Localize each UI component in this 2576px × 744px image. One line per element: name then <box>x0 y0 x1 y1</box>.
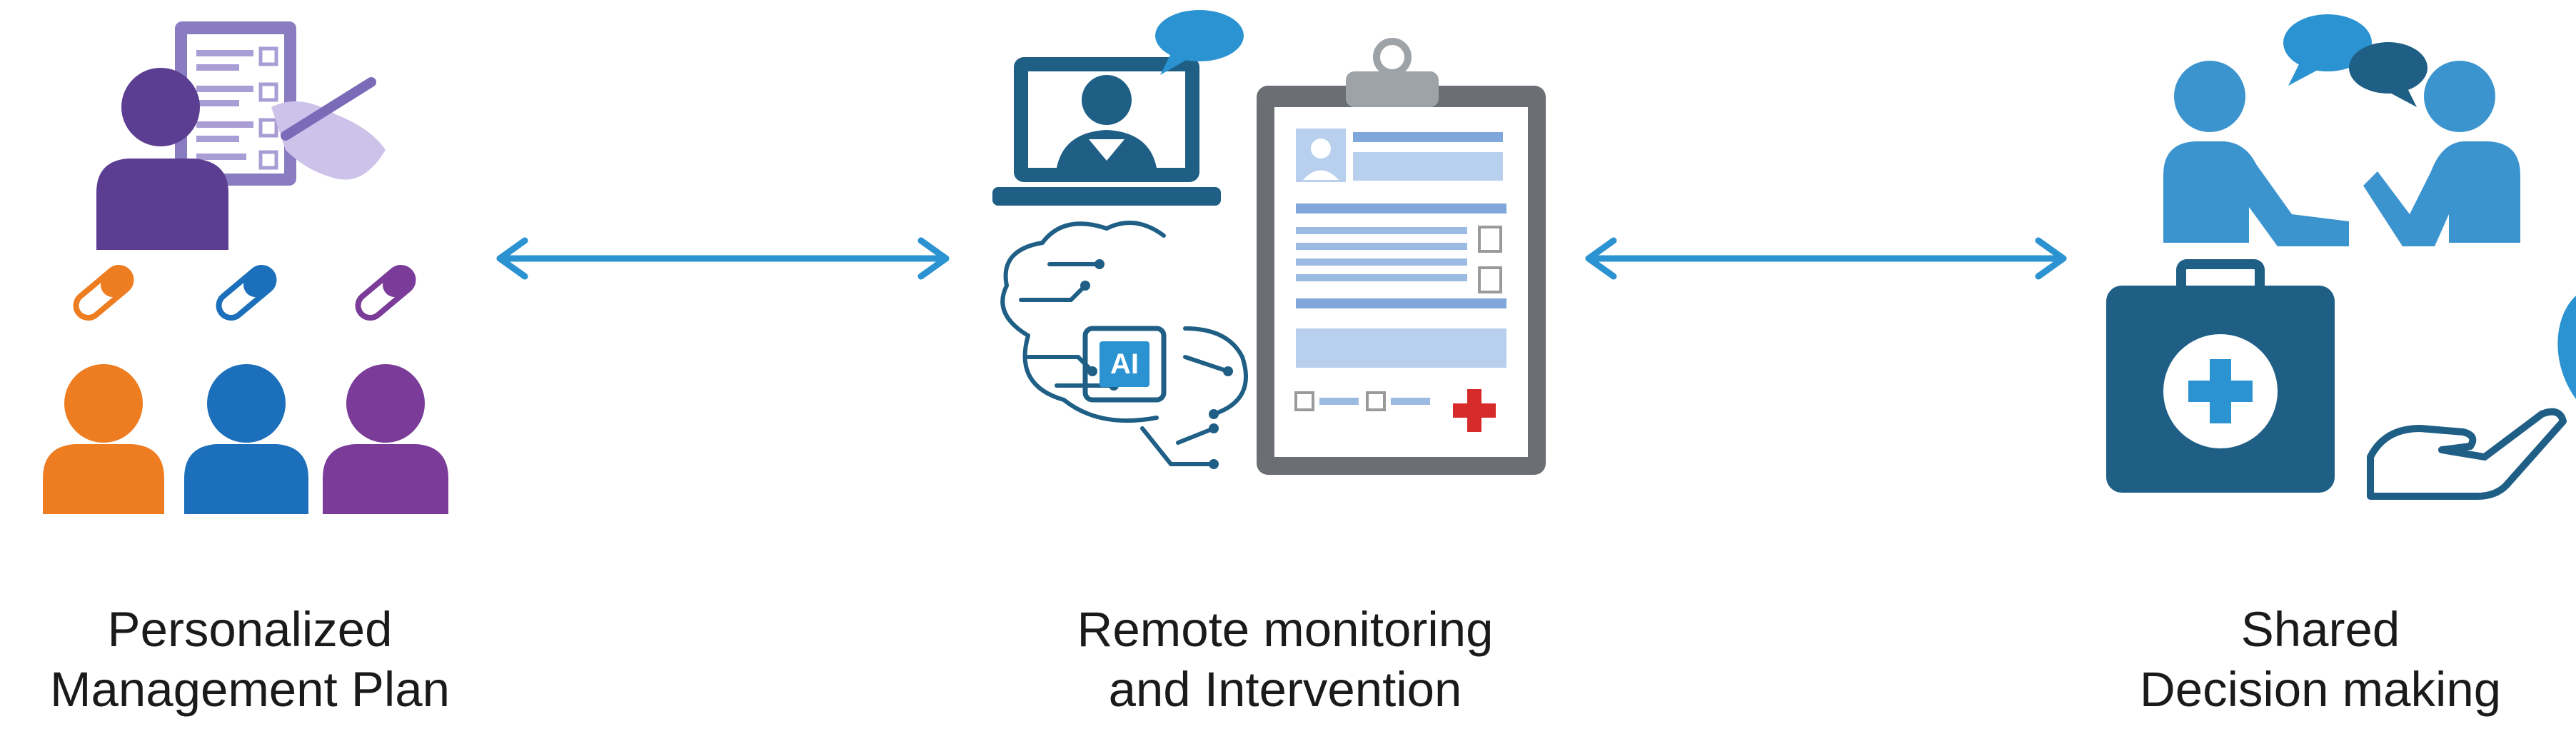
personalized-plan-group <box>43 21 448 514</box>
caption-line: and Intervention <box>1108 662 1462 717</box>
medical-cross-icon <box>1453 389 1496 432</box>
double-arrow-icon <box>496 237 2067 280</box>
caption-shared-decision: Shared Decision making <box>2071 600 2570 720</box>
heart-in-hand-icon <box>2367 296 2576 500</box>
clipboard-icon <box>1257 38 1546 475</box>
pill-icon <box>73 265 416 321</box>
two-people-icon <box>2163 61 2520 246</box>
checklist-icon <box>175 21 296 186</box>
caption-personalized-plan: Personalized Management Plan <box>0 600 500 720</box>
pen-hand-icon <box>271 77 386 180</box>
caption-line: Management Plan <box>49 662 451 717</box>
shared-decision-group <box>2106 14 2576 500</box>
laptop-doctor-icon <box>992 57 1221 206</box>
ai-chip-label: AI <box>1110 348 1139 380</box>
caption-remote-monitoring: Remote monitoring and Intervention <box>957 600 1614 720</box>
medical-kit-icon <box>2106 259 2335 493</box>
chat-bubble-icon <box>1155 10 1244 75</box>
caption-line: Remote monitoring <box>1077 602 1494 657</box>
caption-line: Shared <box>2240 602 2400 657</box>
chat-bubbles-icon <box>2283 14 2427 107</box>
clinician-icon <box>96 68 228 250</box>
ai-brain-icon <box>1000 221 1248 469</box>
caption-line: Decision making <box>2139 662 2502 717</box>
patient-icon <box>43 364 448 514</box>
remote-monitoring-group <box>992 10 1546 475</box>
caption-line: Personalized <box>107 602 393 657</box>
